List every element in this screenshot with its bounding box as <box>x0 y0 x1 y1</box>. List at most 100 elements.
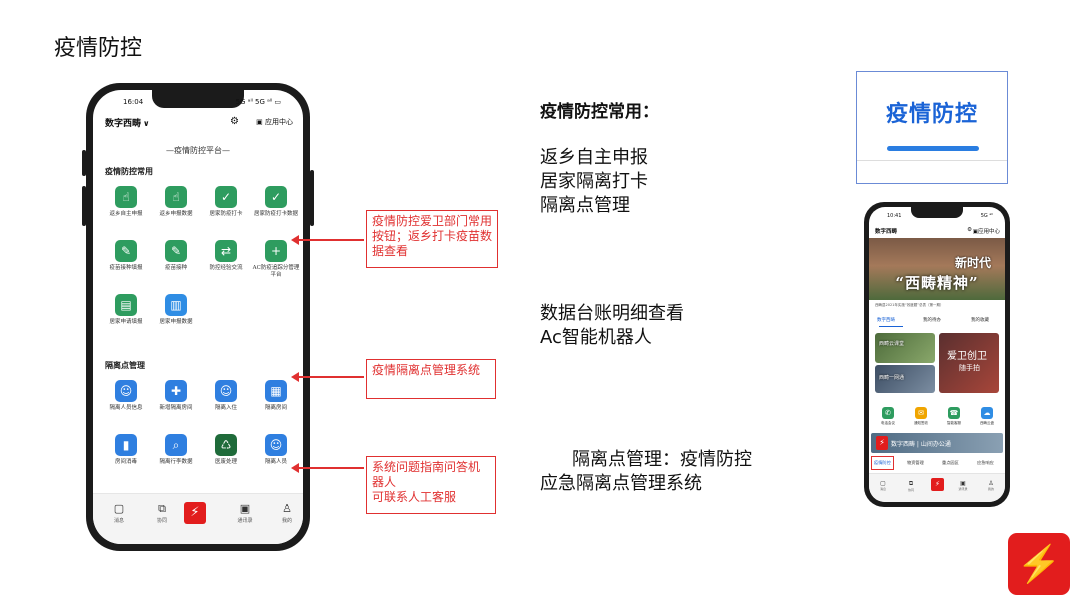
nav-messages[interactable]: ▢ 消息 <box>101 502 137 524</box>
card-cloud-class[interactable]: 西畴云课堂 <box>875 333 935 363</box>
common-item[interactable]: ✓居家防疫打卡 <box>201 186 251 218</box>
news-ticker[interactable]: 西畴县2021年实施“效度题”总表（第一期） <box>875 303 944 307</box>
app-center-label: 应用中心 <box>977 229 1000 235</box>
nav-label: 我的 <box>281 518 292 524</box>
user-icon: ♙ <box>282 502 292 515</box>
gear-icon[interactable]: ⚙ <box>967 227 972 233</box>
app-center-button[interactable]: ▣ 应用中心 <box>256 118 293 126</box>
isolation-item[interactable]: ✚新增隔离房间 <box>151 380 201 412</box>
nav-profile[interactable]: ♙ 我的 <box>981 480 1001 491</box>
isolation-label: 隔离入住 <box>214 405 237 411</box>
calendar-check-icon: ✓ <box>265 186 287 208</box>
status-signal: 5G ᵃˡˡ 5G ᵃˡˡ ▭ <box>235 98 281 106</box>
small-phone: 10:41 5G ᵃˡˡ 数字西畴 ⚙ ▣应用中心 新时代 “西畴精神” 西畴县… <box>864 202 1010 507</box>
cloud-icon: ☁ <box>981 407 993 419</box>
person-list-icon: ☺ <box>265 434 287 456</box>
common-item[interactable]: ▤居家申请填报 <box>101 294 151 326</box>
tab-emergency[interactable]: 应急响应 <box>977 460 994 465</box>
common-item[interactable]: ⇄防控经验交流 <box>201 240 251 272</box>
spray-icon: ▮ <box>115 434 137 456</box>
card-one-network[interactable]: 西畴一网通 <box>875 365 935 393</box>
tab-epidemic-control[interactable]: 疫情防控 <box>871 456 894 470</box>
tab-digital-xichou[interactable]: 数字西畴 <box>877 318 895 323</box>
frequent-item: 返乡自主申报 <box>540 147 648 168</box>
nav-collab[interactable]: ⧉ 协同 <box>901 480 921 492</box>
isolation-item[interactable]: ☺隔离入住 <box>201 380 251 412</box>
app-switcher[interactable]: 数字西畴∨ <box>105 116 150 129</box>
hand-tap-icon: ☝ <box>115 186 137 208</box>
section-title-common: 疫情防控常用 <box>105 166 153 176</box>
common-item[interactable]: ✎疫苗接种填报 <box>101 240 151 272</box>
tab-supplies[interactable]: 物资管理 <box>907 460 924 465</box>
nav-messages[interactable]: ▢ 消息 <box>873 480 893 491</box>
callout-isolation-system: 疫情隔离点管理系统 <box>366 359 496 399</box>
promo-strip[interactable]: ⚡ 数字西畴 | 山间办公通 <box>871 433 1003 453</box>
brand-logo-button[interactable]: ⚡ <box>931 478 944 491</box>
app-center-button[interactable]: ▣应用中心 <box>972 229 1000 235</box>
brand-logo-button[interactable]: ⚡ <box>184 502 206 524</box>
quick-item[interactable]: ✉ 通知签收 <box>906 407 936 426</box>
isolation-item[interactable]: ⌕隔离行李数据 <box>151 434 201 466</box>
quick-item[interactable]: ✆ 电话会议 <box>873 407 903 426</box>
nav-label: 协同 <box>156 518 167 524</box>
common-label: AC防疫追踪分管理平台 <box>252 265 300 278</box>
hero-banner[interactable]: 新时代 “西畴精神” <box>869 238 1005 300</box>
common-grid: ☝返乡自主申报☝返乡申报数据✓居家防疫打卡✓居家防疫打卡数据 ✎疫苗接种填报✎疫苗… <box>101 186 299 356</box>
person-icon: ☺ <box>115 380 137 402</box>
isolation-item[interactable]: ☺隔离人员信息 <box>101 380 151 412</box>
isolation-label: 新增隔离房间 <box>159 405 193 411</box>
quick-item-label: 智能客服 <box>947 421 961 425</box>
message-icon: ▢ <box>880 480 886 487</box>
nav-collab[interactable]: ⧉ 协同 <box>144 502 180 524</box>
quick-item[interactable]: ☎ 智能客服 <box>939 407 969 426</box>
notice-icon: ✉ <box>915 407 927 419</box>
phone-notch <box>911 207 963 218</box>
building-icon: ▦ <box>265 380 287 402</box>
hero-title: “西畴精神” <box>895 274 979 292</box>
isolation-lines: 隔离点管理：疫情防控 应急隔离点管理系统 <box>540 448 752 496</box>
common-item[interactable]: ✓居家防疫打卡数据 <box>251 186 301 218</box>
isolation-item[interactable]: ▮房间消毒 <box>101 434 151 466</box>
isolation-item[interactable]: ▦隔离房间 <box>251 380 301 412</box>
app-header: 数字西畴∨ ⚙ ▣ 应用中心 <box>105 116 293 132</box>
isolation-item[interactable]: ☺隔离人员 <box>251 434 301 466</box>
phone-notch <box>152 90 244 108</box>
nav-contacts[interactable]: ▣ 通讯录 <box>227 502 263 524</box>
banner-image: 疫情防控 <box>856 71 1008 184</box>
quick-item-label: 西畴云盘 <box>980 421 994 425</box>
card-aiwei[interactable]: 爱卫创卫 随手拍 <box>939 333 999 393</box>
common-item[interactable]: +AC防疫追踪分管理平台 <box>251 240 301 279</box>
collab-icon: ⧉ <box>908 480 914 487</box>
active-tab-underline <box>879 326 903 327</box>
gear-icon[interactable]: ⚙ <box>230 116 239 127</box>
common-item[interactable]: ✎疫苗接种 <box>151 240 201 272</box>
nav-label: 通讯录 <box>237 518 253 524</box>
section-title-isolation: 隔离点管理 <box>105 360 145 370</box>
hand-tap-icon: ☝ <box>165 186 187 208</box>
slide-title: 疫情防控 <box>54 36 143 61</box>
brand-logo-icon: ⚡ <box>876 436 888 450</box>
syringe-form-icon: ✎ <box>115 240 137 262</box>
category-tabs: 疫情防控 物资管理 重点园区 应急响应 <box>871 455 1003 471</box>
platform-title: —疫情防控平台— <box>166 146 230 155</box>
tab-key-parks[interactable]: 重点园区 <box>942 460 959 465</box>
tab-my-favorites[interactable]: 我的收藏 <box>971 318 989 323</box>
data-lines: 数据台账明细查看 Ac智能机器人 <box>540 302 684 350</box>
common-label: 居家申请填报 <box>109 319 143 325</box>
chevron-down-icon: ∨ <box>143 118 150 128</box>
callout-arrow <box>291 235 364 245</box>
status-signal: 5G ᵃˡˡ <box>980 213 993 219</box>
nav-contacts[interactable]: ▣ 通讯录 <box>953 480 973 491</box>
app-center-label: 应用中心 <box>265 118 293 126</box>
isolation-item[interactable]: ♺医废处理 <box>201 434 251 466</box>
message-icon: ▢ <box>113 502 125 515</box>
common-item[interactable]: ▥居家申报数据 <box>151 294 201 326</box>
phone-side-button <box>82 150 86 176</box>
nav-profile[interactable]: ♙ 我的 <box>269 502 303 524</box>
app-name[interactable]: 数字西畴 <box>875 229 898 235</box>
tab-my-todo[interactable]: 我的待办 <box>923 318 941 323</box>
customer-service-icon: ☎ <box>948 407 960 419</box>
common-item[interactable]: ☝返乡申报数据 <box>151 186 201 218</box>
common-item[interactable]: ☝返乡自主申报 <box>101 186 151 218</box>
quick-item[interactable]: ☁ 西畴云盘 <box>972 407 1002 426</box>
